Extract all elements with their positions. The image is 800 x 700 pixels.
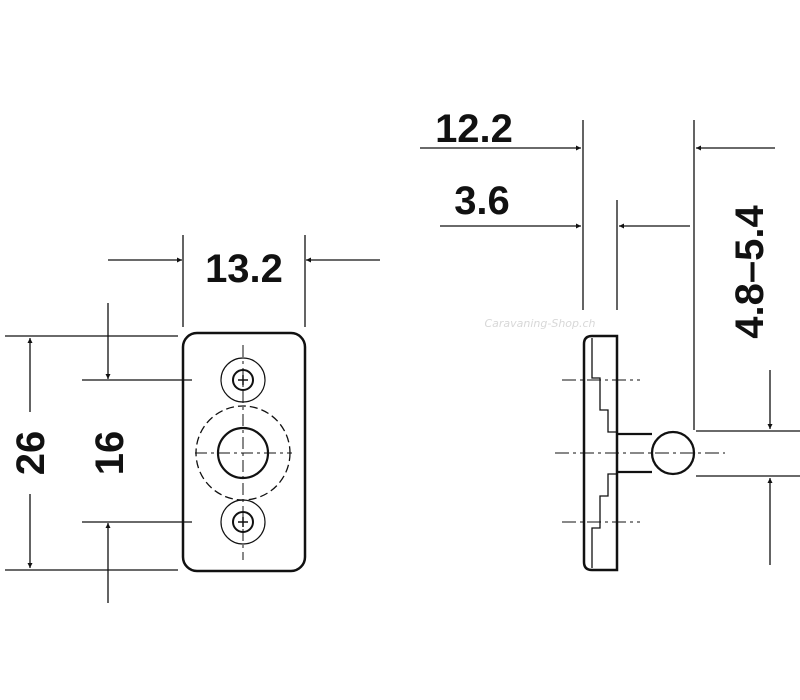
plate-inner-profile	[591, 338, 616, 568]
dim-label-plate-width: 13.2	[205, 247, 283, 291]
center-ball-hole	[195, 405, 291, 501]
dim-hole-spacing	[82, 303, 192, 603]
watermark-text: Caravaning-Shop.ch	[484, 317, 595, 330]
dim-plate-thickness	[440, 200, 690, 310]
dim-plate-width	[108, 235, 380, 327]
side-center-lines	[555, 379, 725, 523]
dim-total-depth	[420, 120, 775, 430]
dim-label-ball-range: 4.8–5.4	[728, 205, 772, 339]
ball-pin	[617, 432, 652, 474]
dim-ball-range	[696, 370, 800, 565]
dim-label-hole-spacing: 16	[88, 431, 132, 476]
dim-label-overall-height: 26	[9, 431, 53, 476]
plate-side-outline	[582, 334, 619, 572]
side-view	[555, 334, 725, 572]
dim-label-plate-thickness: 3.6	[454, 179, 510, 223]
dim-label-total-depth: 12.2	[435, 107, 513, 151]
dim-overall-height	[5, 335, 178, 571]
front-view	[181, 331, 307, 573]
top-screw	[220, 357, 266, 403]
plate-outline	[181, 331, 307, 573]
